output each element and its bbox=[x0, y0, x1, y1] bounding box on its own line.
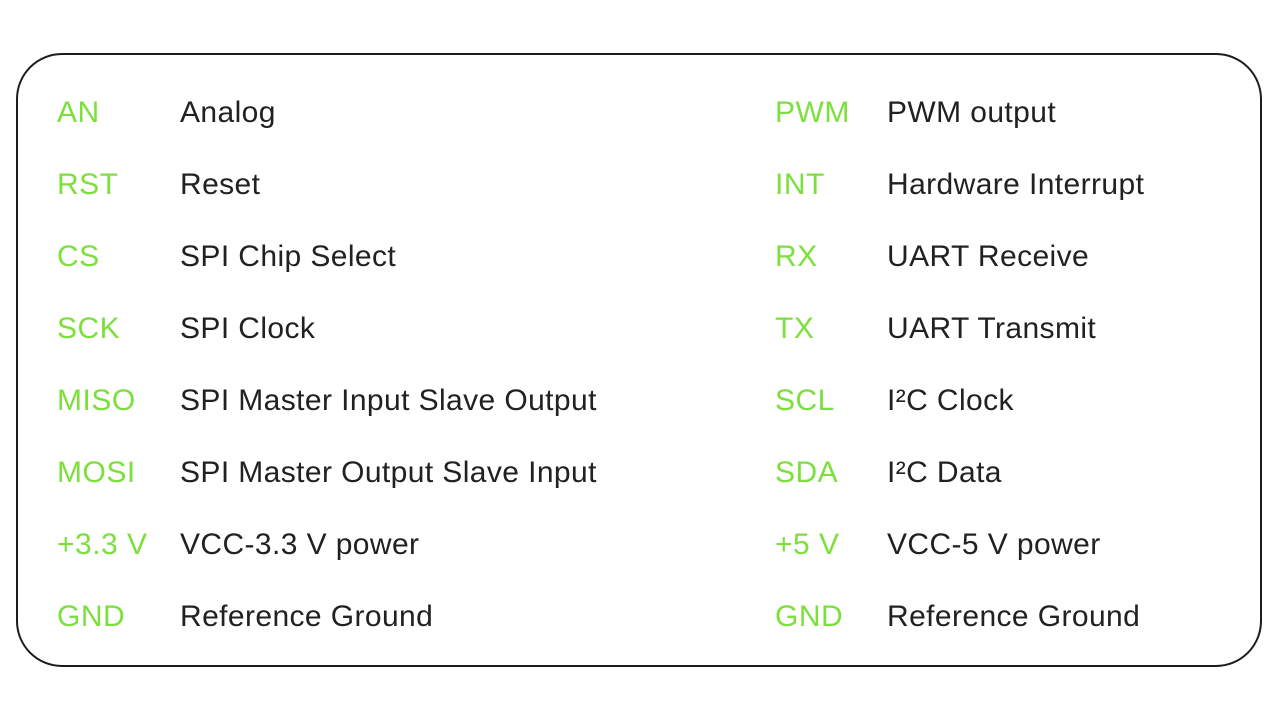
legend-row: SCK SPI Clock bbox=[57, 293, 775, 365]
pin-abbreviation: TX bbox=[775, 312, 815, 345]
legend-row: SCL I²C Clock bbox=[775, 365, 1260, 437]
pin-description: I²C Clock bbox=[887, 384, 1014, 417]
pin-description: Reset bbox=[180, 168, 261, 201]
pin-abbreviation: SDA bbox=[775, 456, 839, 489]
pin-description: PWM output bbox=[887, 96, 1057, 129]
legend-row: +5 V VCC-5 V power bbox=[775, 509, 1260, 581]
legend-row: +3.3 V VCC-3.3 V power bbox=[57, 509, 775, 581]
pin-description: SPI Master Output Slave Input bbox=[180, 456, 597, 489]
pin-abbreviation: PWM bbox=[775, 96, 850, 129]
pin-abbreviation: INT bbox=[775, 168, 825, 201]
pin-abbreviation: SCK bbox=[57, 312, 121, 345]
pin-description: Analog bbox=[180, 96, 276, 129]
pin-abbreviation: SCL bbox=[775, 384, 835, 417]
pin-description: Hardware Interrupt bbox=[887, 168, 1145, 201]
pin-description: UART Transmit bbox=[887, 312, 1097, 345]
legend-row: GND Reference Ground bbox=[775, 581, 1260, 653]
pin-abbreviation: +3.3 V bbox=[57, 528, 148, 561]
legend-row: TX UART Transmit bbox=[775, 293, 1260, 365]
legend-row: MISO SPI Master Input Slave Output bbox=[57, 365, 775, 437]
pin-description: SPI Chip Select bbox=[180, 240, 397, 273]
pin-description: Reference Ground bbox=[887, 600, 1141, 633]
pin-description: UART Receive bbox=[887, 240, 1090, 273]
pin-description: I²C Data bbox=[887, 456, 1002, 489]
pin-abbreviation: GND bbox=[775, 600, 844, 633]
pin-abbreviation: RST bbox=[57, 168, 119, 201]
pin-description: Reference Ground bbox=[180, 600, 434, 633]
pin-abbreviation: MOSI bbox=[57, 456, 136, 489]
pin-abbreviation: AN bbox=[57, 96, 100, 129]
legend-row: PWM PWM output bbox=[775, 77, 1260, 149]
pin-abbreviation: +5 V bbox=[775, 528, 840, 561]
legend-row: AN Analog bbox=[57, 77, 775, 149]
pin-description: SPI Clock bbox=[180, 312, 316, 345]
legend-row: SDA I²C Data bbox=[775, 437, 1260, 509]
legend-row: CS SPI Chip Select bbox=[57, 221, 775, 293]
pin-abbreviation: GND bbox=[57, 600, 126, 633]
legend-row: RX UART Receive bbox=[775, 221, 1260, 293]
legend-row: RST Reset bbox=[57, 149, 775, 221]
pin-abbreviation: CS bbox=[57, 240, 100, 273]
legend-row: INT Hardware Interrupt bbox=[775, 149, 1260, 221]
legend-row: MOSI SPI Master Output Slave Input bbox=[57, 437, 775, 509]
pin-abbreviation: MISO bbox=[57, 384, 136, 417]
pin-abbreviation: RX bbox=[775, 240, 818, 273]
pin-description: VCC-5 V power bbox=[887, 528, 1101, 561]
pin-description: VCC-3.3 V power bbox=[180, 528, 420, 561]
pin-description: SPI Master Input Slave Output bbox=[180, 384, 597, 417]
legend-row: GND Reference Ground bbox=[57, 581, 775, 653]
